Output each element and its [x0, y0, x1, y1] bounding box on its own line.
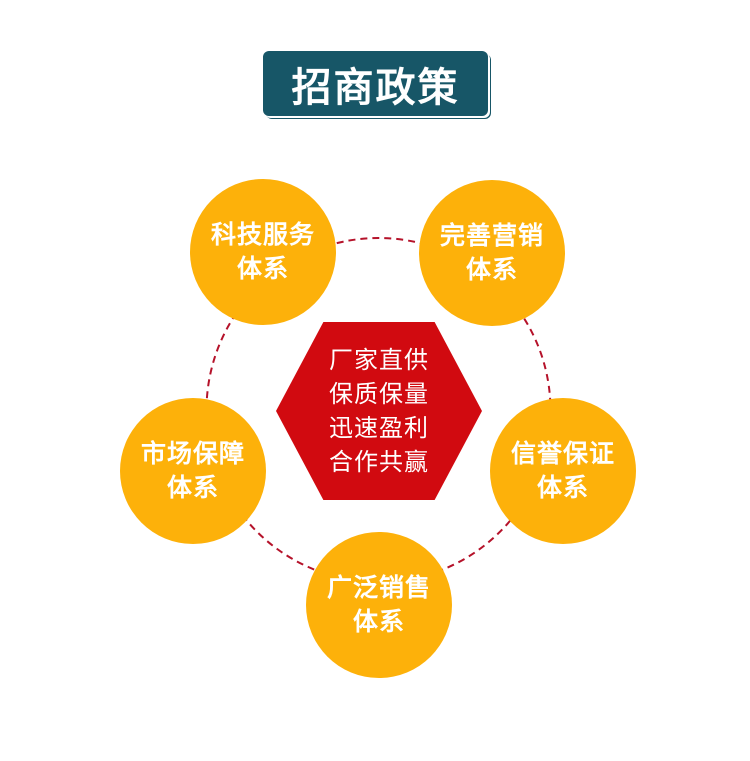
- node-market-guarantee: 市场保障 体系: [120, 398, 266, 544]
- page-title: 招商政策: [291, 64, 460, 111]
- node-label: 广泛销售: [326, 573, 431, 602]
- center-line: 合作共赢: [329, 448, 429, 476]
- node-marketing: 完善营销 体系: [419, 180, 565, 326]
- center-line: 迅速盈利: [329, 414, 429, 442]
- node-label: 体系: [352, 607, 405, 636]
- node-label: 体系: [166, 473, 219, 502]
- node-credit-guarantee: 信誉保证 体系: [490, 398, 636, 544]
- center-line: 厂家直供: [329, 346, 429, 374]
- node-label: 体系: [536, 473, 589, 502]
- node-label: 体系: [236, 254, 289, 283]
- node-tech-service: 科技服务 体系: [190, 179, 336, 325]
- center-hexagon: 厂家直供 保质保量 迅速盈利 合作共赢: [276, 322, 482, 500]
- node-label: 科技服务: [210, 220, 315, 249]
- node-sales: 广泛销售 体系: [306, 532, 452, 678]
- node-label: 体系: [465, 255, 518, 284]
- title-banner: 招商政策: [263, 51, 488, 116]
- node-label: 信誉保证: [510, 439, 615, 468]
- node-label: 完善营销: [439, 221, 544, 250]
- node-label: 市场保障: [140, 439, 245, 468]
- center-line: 保质保量: [329, 380, 429, 408]
